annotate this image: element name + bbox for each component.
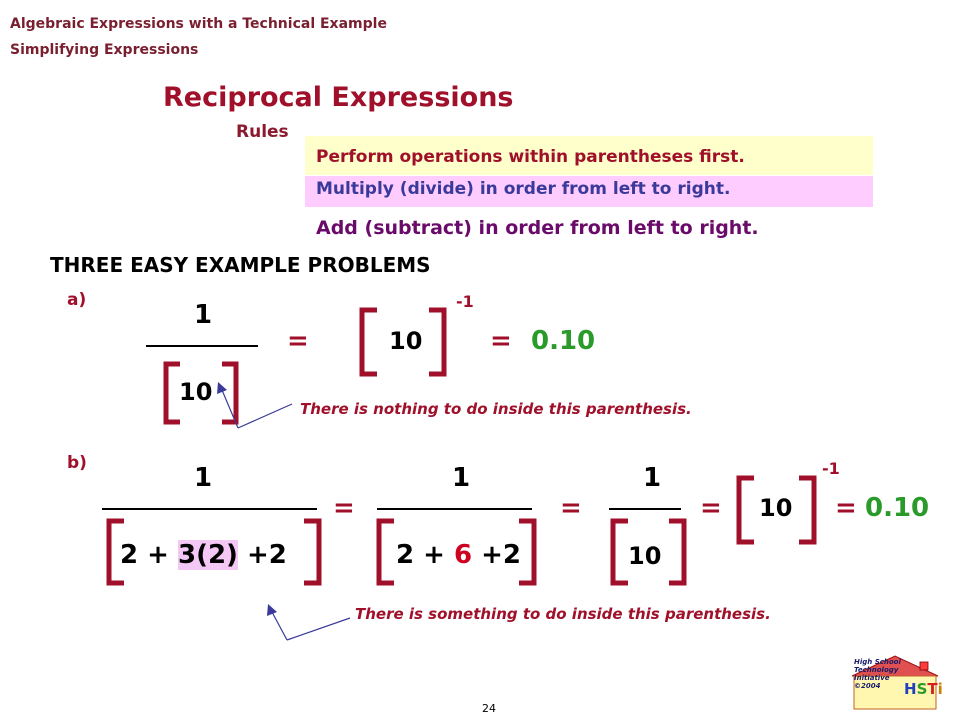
example-b-equals-3: =: [700, 493, 722, 523]
example-a-den-right-bracket: [222, 361, 239, 425]
frac1-den-highlight: 3(2): [177, 540, 238, 570]
example-a-equals-2: =: [490, 326, 512, 356]
frac2-den-highlight: 6: [453, 540, 473, 570]
example-b-frac1-right-bracket: [304, 518, 322, 586]
example-a-exponent: -1: [456, 292, 474, 311]
example-b-frac3-numerator: 1: [643, 463, 662, 493]
example-b-frac1-bar: [102, 508, 317, 510]
example-b-exponent: -1: [822, 459, 840, 478]
logo-line-2: Technology: [854, 666, 899, 674]
example-a-den-left-bracket: [163, 361, 180, 425]
example-a-result: 0.10: [531, 326, 596, 356]
page-number: 24: [482, 702, 496, 715]
page-title: Reciprocal Expressions: [163, 82, 514, 113]
section-title: Simplifying Expressions: [10, 42, 199, 58]
example-b-note: There is something to do inside this par…: [355, 605, 771, 623]
rule-band-1: [305, 136, 873, 175]
rule-1: Perform operations within parentheses fi…: [316, 147, 745, 167]
course-title: Algebraic Expressions with a Technical E…: [10, 16, 387, 32]
logo-text: High School Technology Initiative ©2004: [854, 658, 910, 690]
logo-line-3: Initiative: [854, 674, 890, 682]
hsti-logo: High School Technology Initiative ©2004 …: [850, 654, 943, 710]
rule-2: Multiply (divide) in order from left to …: [316, 179, 731, 199]
example-b-frac3-denominator: 10: [628, 542, 662, 570]
logo-letter-s: S: [916, 680, 928, 698]
example-b-result: 0.10: [865, 493, 930, 523]
examples-heading: THREE EASY EXAMPLE PROBLEMS: [50, 253, 431, 277]
logo-letter-t: T: [927, 680, 938, 698]
logo-letters: HSTi: [904, 680, 943, 698]
logo-line-4: ©2004: [854, 682, 881, 690]
example-b-frac2-right-bracket: [519, 518, 537, 586]
frac1-den-part-c: +2: [237, 540, 287, 570]
example-a-denominator: 10: [179, 378, 213, 406]
rules-label: Rules: [236, 122, 289, 142]
example-b-equals-4: =: [835, 493, 857, 523]
example-a-left-bracket: [359, 307, 377, 377]
example-b-frac3-left-bracket: [610, 518, 628, 586]
frac2-den-part-c: +2: [472, 540, 522, 570]
example-b-frac1-numerator: 1: [194, 463, 213, 493]
frac2-den-part-a: 2 +: [396, 540, 454, 570]
rule-band-2: [305, 176, 873, 207]
example-b-right-bracket: [799, 475, 817, 545]
example-a-right-bracket: [429, 307, 447, 377]
example-b-frac3-bar: [609, 508, 681, 510]
example-b-frac1-left-bracket: [106, 518, 124, 586]
example-a-inner-value: 10: [389, 327, 423, 355]
logo-letter-i: i: [937, 680, 943, 698]
example-b-frac1-denominator: 2 + 3(2) +2: [120, 540, 287, 570]
example-b-left-bracket: [736, 475, 754, 545]
example-b-frac2-numerator: 1: [452, 463, 471, 493]
example-b-equals-1: =: [333, 493, 355, 523]
example-b-equals-2: =: [560, 493, 582, 523]
example-a-label: a): [67, 290, 87, 310]
rule-3: Add (subtract) in order from left to rig…: [316, 217, 759, 239]
example-b-frac2-left-bracket: [376, 518, 394, 586]
logo-letter-h: H: [904, 680, 917, 698]
example-b-frac2-bar: [377, 508, 532, 510]
logo-line-1: High School: [854, 658, 901, 666]
example-b-inner-value: 10: [759, 494, 793, 522]
frac1-den-part-a: 2 +: [120, 540, 178, 570]
example-a-equals-1: =: [287, 326, 309, 356]
example-a-note: There is nothing to do inside this paren…: [300, 400, 692, 418]
example-a-numerator: 1: [194, 300, 213, 330]
house-logo-icon: [851, 655, 939, 710]
example-b-label: b): [67, 453, 87, 473]
example-a-fraction-bar: [146, 345, 258, 347]
example-b-frac2-denominator: 2 + 6 +2: [396, 540, 521, 570]
example-b-frac3-right-bracket: [669, 518, 687, 586]
